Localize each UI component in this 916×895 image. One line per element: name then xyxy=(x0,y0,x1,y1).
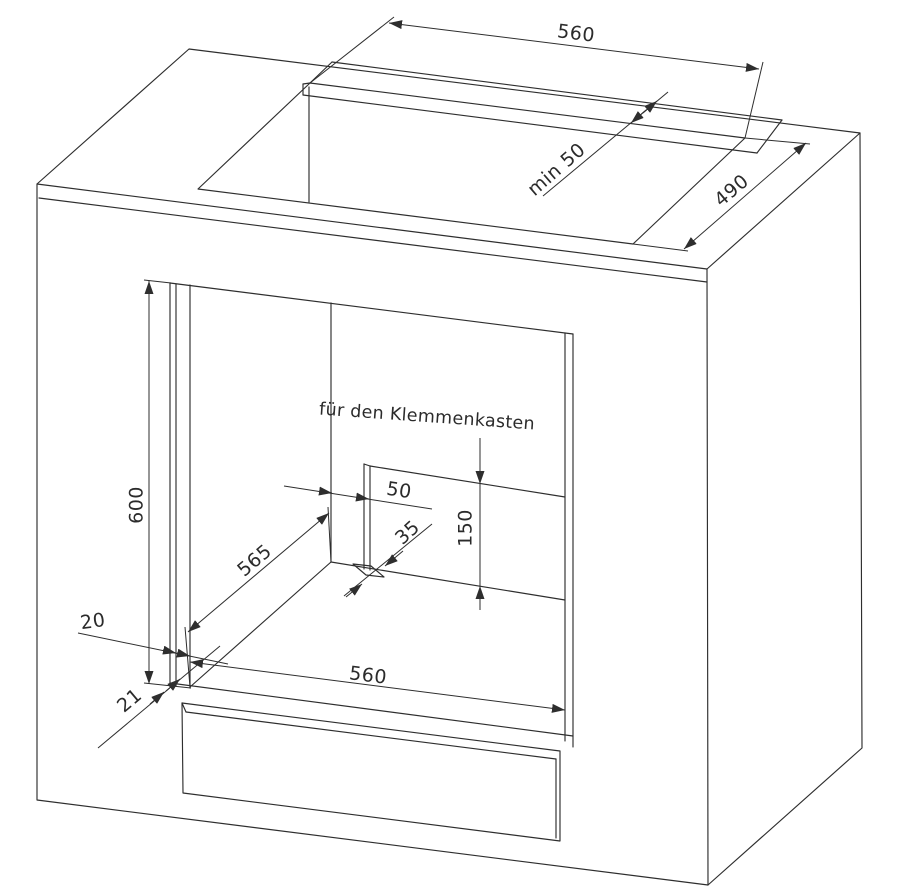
dim-label-top-cutout-width: 560 xyxy=(556,20,596,46)
niche-interior xyxy=(189,302,566,688)
dimensions: 560 min 50 490 600 565 xyxy=(77,16,811,749)
dim-label-niche-width: 560 xyxy=(348,662,388,688)
floor-back-junction xyxy=(330,561,566,601)
dim-terminal-strip-depth: 35 xyxy=(343,516,433,598)
worktop-rail xyxy=(302,61,783,154)
dim-label-niche-height: 600 xyxy=(126,486,148,524)
dim-niche-height: 600 xyxy=(126,279,192,689)
dim-rear-gap-min: min 50 xyxy=(523,91,669,201)
dim-side-clearance: 20 xyxy=(77,609,229,665)
dim-label-terminal-zone-offset: 50 xyxy=(385,478,413,504)
cutout-outline xyxy=(197,82,746,245)
cabinet-outline xyxy=(36,48,863,886)
dim-top-cutout-width: 560 xyxy=(309,16,764,139)
dim-terminal-zone-offset: 50 xyxy=(283,478,433,510)
dim-top-cutout-depth: 490 xyxy=(632,137,811,252)
strip-foot xyxy=(352,563,385,578)
terminal-zone-top-line xyxy=(369,465,566,498)
dim-label-rear-gap-min: min 50 xyxy=(523,139,590,201)
top-face xyxy=(36,48,861,270)
right-face xyxy=(707,132,863,886)
dim-label-top-cutout-depth: 490 xyxy=(710,170,753,211)
dim-label-side-clearance: 20 xyxy=(79,609,107,634)
dim-label-terminal-strip-depth: 35 xyxy=(391,516,424,549)
worktop-front-edge xyxy=(38,197,708,283)
opening-top-edge xyxy=(169,282,574,335)
dim-label-niche-depth: 565 xyxy=(233,540,276,581)
dim-terminal-zone-height: 150 xyxy=(455,438,485,610)
top-cutout xyxy=(197,82,746,245)
floor-left-junction xyxy=(189,561,332,688)
terminal-box-note: für den Klemmenkasten xyxy=(318,399,535,434)
front-opening xyxy=(169,282,574,748)
dim-niche-width: 560 xyxy=(189,659,566,713)
plinth-drawer-panel xyxy=(181,702,561,842)
front-face xyxy=(36,183,709,886)
dim-front-recess: 21 xyxy=(97,645,221,749)
dim-label-terminal-zone-height: 150 xyxy=(455,509,477,547)
